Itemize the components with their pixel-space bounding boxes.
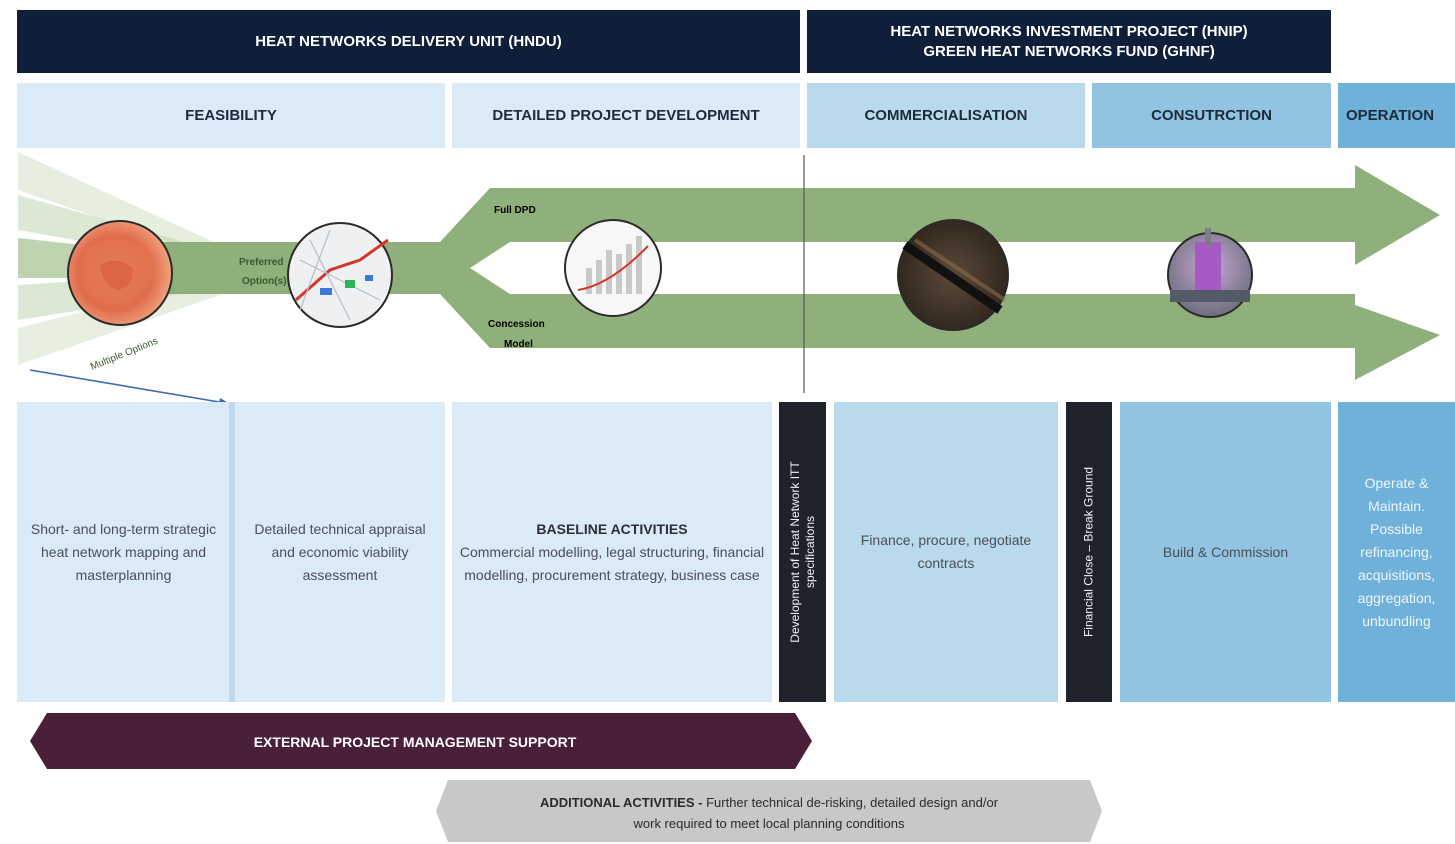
flow-diagram: Preferred Option(s) Full DPD Concession … (18, 152, 1440, 393)
activity-finance-text: Finance, procure, negotiate contracts (860, 532, 1032, 571)
stage-commercialisation: COMMERCIALISATION (807, 83, 1085, 148)
stage-feasibility: FEASIBILITY (17, 83, 445, 148)
hnip-header-line1: HEAT NETWORKS INVESTMENT PROJECT (HNIP) (890, 22, 1248, 40)
preferred-label-1: Preferred (239, 257, 283, 268)
street-map-circle-icon (287, 222, 393, 328)
stage-construction: CONSUTRCTION (1092, 83, 1331, 148)
stage-construction-label: CONSUTRCTION (1151, 107, 1272, 124)
preferred-label-2: Option(s) (242, 276, 286, 287)
stage-dpd: DETAILED PROJECT DEVELOPMENT (452, 83, 800, 148)
additional-line1: ADDITIONAL ACTIVITIES - Further technica… (540, 795, 999, 810)
baseline-body: Commercial modelling, legal structuring,… (459, 543, 765, 583)
concession-label-2: Model (504, 339, 533, 350)
activity-appraisal: Detailed technical appraisal and economi… (235, 402, 445, 702)
additional-body-2: work required to meet local planning con… (633, 816, 905, 831)
hndu-header-text: HEAT NETWORKS DELIVERY UNIT (HNDU) (255, 32, 562, 50)
hnip-header-line2: GREEN HEAT NETWORKS FUND (GHNF) (923, 42, 1215, 60)
stage-dpd-label: DETAILED PROJECT DEVELOPMENT (492, 107, 760, 124)
hnip-header: HEAT NETWORKS INVESTMENT PROJECT (HNIP) … (807, 10, 1331, 73)
additional-body-1: Further technical de-risking, detailed d… (702, 795, 998, 810)
activity-mapping-text: Short- and long-term strategic heat netw… (30, 520, 217, 583)
financial-close-bar: Financial Close – Break Ground (1066, 402, 1112, 702)
itt-line1: Development of Heat Network ITT (787, 461, 802, 643)
itt-line2: specifications (802, 515, 817, 589)
stage-commercialisation-label: COMMERCIALISATION (864, 107, 1028, 124)
activity-build-text: Build & Commission (1162, 543, 1289, 560)
external-pm-support-bar: EXTERNAL PROJECT MANAGEMENT SUPPORT (30, 713, 812, 769)
additional-title: ADDITIONAL ACTIVITIES - (540, 795, 703, 810)
stage-operation-label: OPERATION (1346, 107, 1435, 124)
financial-close-text: Financial Close – Break Ground (1081, 466, 1096, 638)
hndu-header: HEAT NETWORKS DELIVERY UNIT (HNDU) (17, 10, 800, 73)
pipe-trench-circle-icon (897, 219, 1009, 331)
flow-arrows (440, 165, 1440, 380)
additional-activities-bar: ADDITIONAL ACTIVITIES - Further technica… (436, 780, 1102, 842)
external-pm-support-text: EXTERNAL PROJECT MANAGEMENT SUPPORT (254, 734, 577, 750)
activity-divider (229, 402, 235, 702)
stage-feasibility-label: FEASIBILITY (185, 107, 277, 124)
heat-map-circle-icon (67, 220, 173, 326)
activity-baseline: BASELINE ACTIVITIES Commercial modelling… (452, 402, 772, 702)
growth-chart-circle-icon (564, 219, 662, 317)
energy-plant-circle-icon (1167, 228, 1253, 318)
itt-specifications-bar: Development of Heat Network ITT specific… (779, 402, 826, 702)
activity-mapping: Short- and long-term strategic heat netw… (17, 402, 230, 702)
baseline-title: BASELINE ACTIVITIES (536, 520, 688, 537)
activity-finance: Finance, procure, negotiate contracts (834, 402, 1058, 702)
stage-operation: OPERATION (1338, 83, 1455, 148)
activity-build: Build & Commission (1120, 402, 1331, 702)
concession-label-1: Concession (488, 319, 545, 330)
activity-appraisal-text: Detailed technical appraisal and economi… (254, 520, 426, 583)
activity-operate-text: Operate & Maintain. Possible refinancing… (1357, 474, 1436, 629)
itt-specifications-text: Development of Heat Network ITT specific… (788, 461, 818, 642)
full-dpd-label: Full DPD (494, 205, 536, 216)
activity-operate: Operate & Maintain. Possible refinancing… (1338, 402, 1455, 702)
